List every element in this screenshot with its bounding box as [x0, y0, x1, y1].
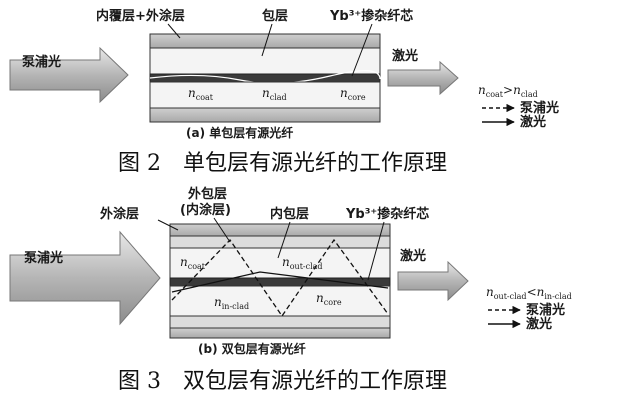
- pump-ray-b: [171, 238, 389, 318]
- fiber-a: [149, 33, 381, 123]
- label-core-b: Yb³⁺掺杂纤芯: [345, 206, 429, 222]
- pump-arrow-b: [9, 230, 161, 326]
- label-outer-coat-b: 外涂层: [99, 206, 139, 222]
- n-coat-a: ncoat: [188, 86, 214, 102]
- n-clad-a: nclad: [262, 86, 287, 102]
- n-outclad-b: nout-clad: [282, 255, 323, 271]
- laser-ray-b: [171, 271, 389, 293]
- outer-clad-top-b: [169, 235, 391, 249]
- pump-label-b: 泵浦光: [24, 250, 63, 266]
- sub-caption-b: (b) 双包层有源光纤: [198, 341, 306, 356]
- legend-pump-a: 泵浦光: [520, 100, 559, 116]
- laser-label-a: 激光: [392, 48, 418, 64]
- inner-clad-bottom-b: [169, 285, 391, 317]
- n-core-b: ncore: [316, 291, 342, 307]
- caption-figure-2: 图 2 单包层有源光纤的工作原理: [118, 151, 447, 176]
- figure-a: 泵浦光 内覆层+外涂层 包层 Yb³⁺掺杂纤芯 ncoat nclad ncor…: [9, 8, 559, 140]
- caption-figure-3: 图 3 双包层有源光纤的工作原理: [118, 369, 447, 394]
- legend-pump-b: 泵浦光: [526, 302, 565, 318]
- label-outer-clad-b: 外包层: [187, 186, 227, 202]
- outer-coat-top-b: [169, 223, 391, 237]
- label-inner-clad-b: 内包层: [270, 206, 309, 222]
- condition-b: nout-clad<nin-clad: [486, 285, 572, 301]
- cladding-top-a: [149, 47, 381, 75]
- n-core-a: ncore: [340, 86, 366, 102]
- sub-caption-a: (a) 单包层有源光纤: [186, 125, 293, 140]
- figure-b: 泵浦光 外涂层 外包层 (内涂层) 内包层 Yb³⁺掺杂纤芯 ncoat nou…: [9, 186, 572, 356]
- laser-arrow-b: [397, 260, 469, 302]
- condition-a: ncoat>nclad: [478, 83, 538, 99]
- outer-coat-bottom-b: [169, 327, 391, 339]
- label-inner-outer-a: 内覆层+外涂层: [96, 8, 185, 24]
- legend-laser-a: 激光: [520, 114, 546, 130]
- n-inclad-b: nin-clad: [214, 295, 249, 311]
- laser-arrow-a: [387, 60, 459, 96]
- cladding-bottom-a: [149, 81, 381, 109]
- laser-label-b: 激光: [400, 248, 426, 264]
- label-core-a: Yb³⁺掺杂纤芯: [329, 8, 413, 24]
- n-coat-b: ncoat: [180, 255, 206, 271]
- label-outer-clad-sub-b: (内涂层): [180, 202, 231, 218]
- outer-clad-bottom-b: [169, 315, 391, 329]
- fiber-b: [169, 223, 391, 339]
- label-cladding-a: 包层: [262, 8, 288, 24]
- pump-arrow-a: [9, 46, 129, 104]
- pump-label-a: 泵浦光: [22, 54, 61, 70]
- outer-coat-bottom-a: [149, 107, 381, 123]
- legend-laser-b: 激光: [526, 316, 552, 332]
